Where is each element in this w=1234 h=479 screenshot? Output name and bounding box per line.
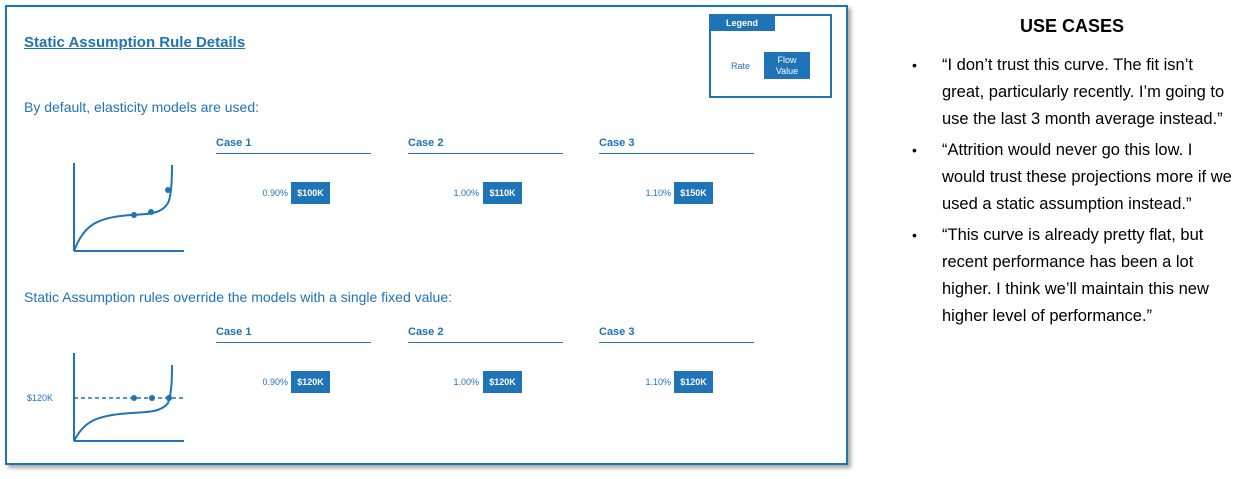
s1-case-2-rate: 1.00% <box>453 188 479 198</box>
use-cases-list: • “I don’t trust this curve. The fit isn… <box>912 52 1232 334</box>
s1-case-3-value: $150K <box>674 182 713 204</box>
s2-case-3-label: Case 3 <box>599 326 635 338</box>
bullet-icon: • <box>912 227 917 243</box>
s2-case-1-rate: 0.90% <box>262 377 288 387</box>
rule-details-panel: Static Assumption Rule Details Legend Ra… <box>5 5 848 465</box>
s1-case-2-value: $110K <box>483 182 522 204</box>
s1-case-2-rule <box>408 153 563 154</box>
s1-case-3-rule <box>599 153 754 154</box>
elasticity-curve <box>73 164 173 252</box>
s2-case-1-rule <box>216 342 371 343</box>
s1-case-1-value: $100K <box>291 182 330 204</box>
panel-title[interactable]: Static Assumption Rule Details <box>24 34 246 51</box>
s2-case-2-value: $120K <box>483 371 522 393</box>
curve-point-case-1 <box>131 212 137 218</box>
elasticity-curve-diagram <box>73 163 184 252</box>
s2-case-2-label: Case 2 <box>408 326 444 338</box>
section-default-heading: By default, elasticity models are used: <box>24 99 260 115</box>
use-case-text: “This curve is already pretty flat, but … <box>942 226 1209 325</box>
legend-tab: Legend <box>709 14 775 31</box>
legend-rate-label: Rate <box>731 61 751 71</box>
fixed-value-label: $120K <box>27 393 53 403</box>
bullet-icon: • <box>912 57 917 73</box>
curve-point-case-2 <box>148 209 154 215</box>
s2-case-2-rule <box>408 342 563 343</box>
s1-case-1-rule <box>216 153 371 154</box>
section-static-heading: Static Assumption rules override the mod… <box>24 289 452 305</box>
s2-case-3-rule <box>599 342 754 343</box>
use-case-item: • “Attrition would never go this low. I … <box>912 137 1232 218</box>
fixed-point-case-3 <box>166 395 172 401</box>
curve-point-case-3 <box>165 187 171 193</box>
use-case-text: “I don’t trust this curve. The fit isn’t… <box>942 56 1225 128</box>
s2-case-2-rate: 1.00% <box>453 377 479 387</box>
s2-case-1-label: Case 1 <box>216 326 252 338</box>
use-case-item: • “This curve is already pretty flat, bu… <box>912 222 1232 330</box>
bullet-icon: • <box>912 142 917 158</box>
s2-case-1-value: $120K <box>291 371 330 393</box>
fixed-point-case-1 <box>131 395 137 401</box>
fixed-point-case-2 <box>149 395 155 401</box>
s2-case-3-rate: 1.10% <box>645 377 671 387</box>
s1-case-3-rate: 1.10% <box>645 188 671 198</box>
use-cases-title: USE CASES <box>1020 16 1125 36</box>
static-assumption-diagram: $120K <box>27 353 184 442</box>
legend-flow-line1: Flow <box>777 54 797 65</box>
use-case-item: • “I don’t trust this curve. The fit isn… <box>912 52 1232 133</box>
underlying-curve <box>73 364 173 442</box>
s2-case-3-value: $120K <box>674 371 713 393</box>
s1-case-1-label: Case 1 <box>216 137 252 149</box>
use-case-text: “Attrition would never go this low. I wo… <box>942 141 1232 213</box>
s1-case-1-rate: 0.90% <box>262 188 288 198</box>
s1-case-3-label: Case 3 <box>599 137 635 149</box>
s1-case-2-label: Case 2 <box>408 137 444 149</box>
legend-flow-line2: Value <box>775 65 799 76</box>
